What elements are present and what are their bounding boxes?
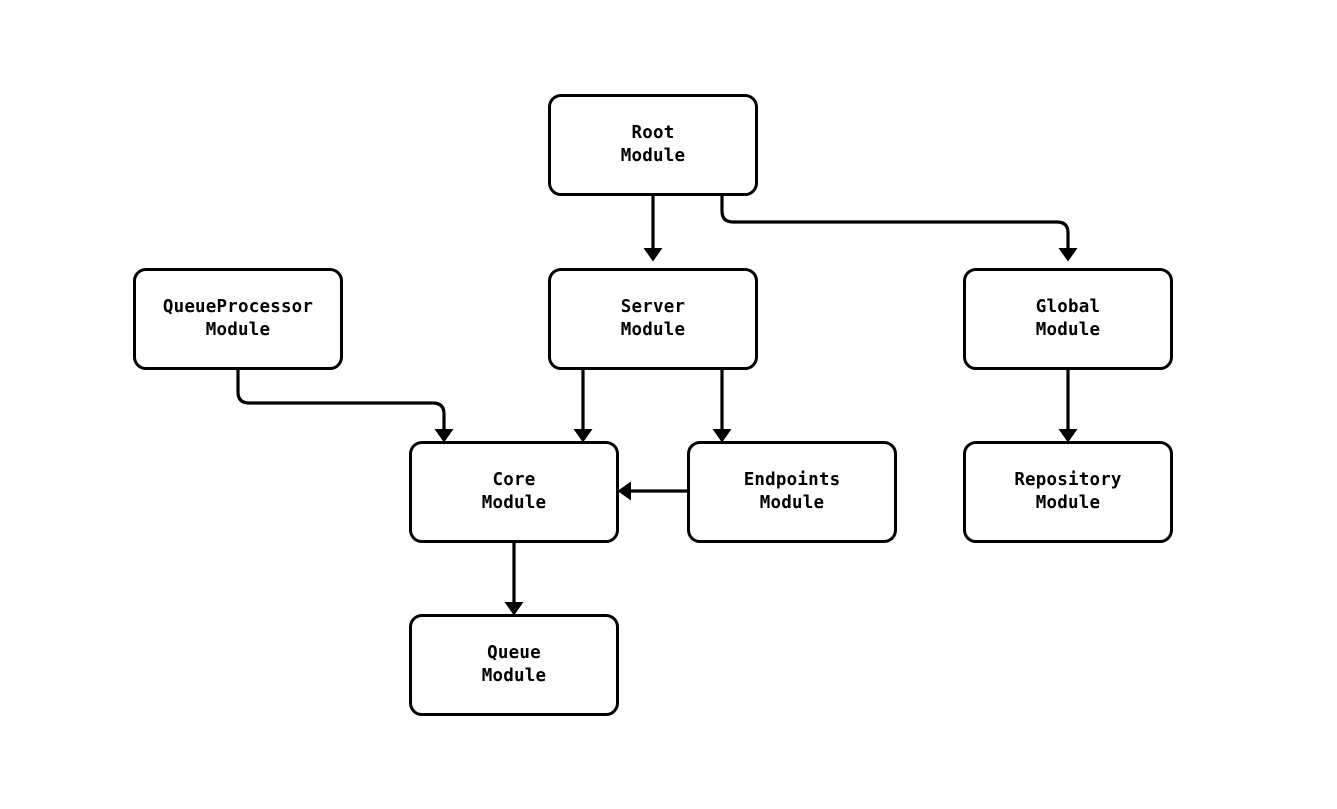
node-repository[interactable]: Repository Module <box>963 441 1173 543</box>
arrowhead-root-global <box>1058 248 1078 262</box>
arrowhead-queueprocessor-core <box>434 429 454 443</box>
node-queueprocessor-subtitle: Module <box>205 320 271 340</box>
node-core-subtitle: Module <box>481 493 547 513</box>
arrowhead-core-queue <box>504 602 524 616</box>
arrowhead-server-core <box>573 429 593 443</box>
node-global-title: Global <box>1035 296 1101 317</box>
node-core[interactable]: Core Module <box>409 441 619 543</box>
edge-queueprocessor-core <box>236 370 446 429</box>
node-server-title: Server <box>620 296 686 317</box>
arrowhead-server-endpoints <box>712 429 732 443</box>
node-queueprocessor[interactable]: QueueProcessor Module <box>133 268 343 370</box>
node-queue-title: Queue <box>487 642 541 663</box>
node-root-subtitle: Module <box>620 146 686 166</box>
node-server[interactable]: Server Module <box>548 268 758 370</box>
arrowhead-root-server <box>643 248 663 262</box>
arrowhead-endpoints-core <box>617 481 631 501</box>
node-root-title: Root <box>631 122 675 143</box>
arrowhead-global-repository <box>1058 429 1078 443</box>
node-repository-subtitle: Module <box>1035 493 1101 513</box>
node-global[interactable]: Global Module <box>963 268 1173 370</box>
edge-root-global <box>720 196 1070 248</box>
node-endpoints-subtitle: Module <box>759 493 825 513</box>
node-queue-subtitle: Module <box>481 666 547 686</box>
node-queueprocessor-title: QueueProcessor <box>162 296 314 317</box>
node-global-subtitle: Module <box>1035 320 1101 340</box>
node-core-title: Core <box>492 469 536 490</box>
node-server-subtitle: Module <box>620 320 686 340</box>
node-queue[interactable]: Queue Module <box>409 614 619 716</box>
node-repository-title: Repository <box>1014 469 1122 490</box>
node-root[interactable]: Root Module <box>548 94 758 196</box>
node-endpoints-title: Endpoints <box>743 469 841 490</box>
node-endpoints[interactable]: Endpoints Module <box>687 441 897 543</box>
